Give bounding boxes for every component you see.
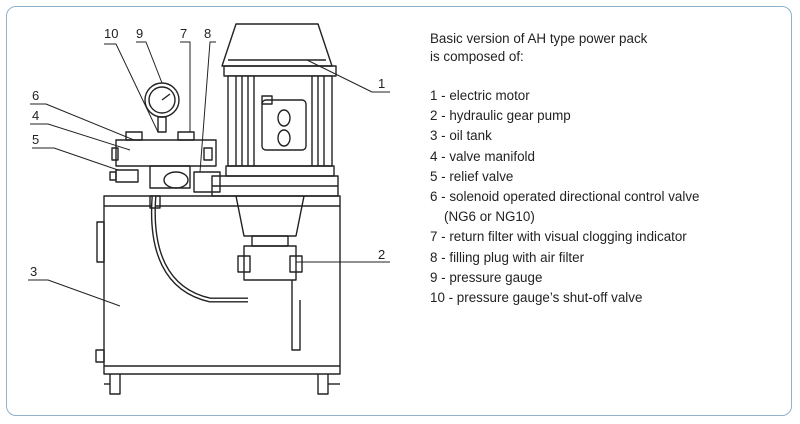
legend-item: (NG6 or NG10): [444, 209, 535, 225]
legend-item: 3 - oil tank: [430, 128, 492, 144]
callout-2: 2: [378, 247, 385, 262]
callout-7: 7: [180, 26, 187, 41]
legend-item: 2 - hydraulic gear pump: [430, 108, 571, 124]
callout-9: 9: [136, 26, 143, 41]
valve-manifold: [109, 131, 221, 193]
callout-8: 8: [204, 26, 211, 41]
electric-motor: [221, 23, 337, 177]
oil-tank: [95, 195, 341, 395]
legend-item: 9 - pressure gauge: [430, 269, 543, 285]
legend-item: 5 - relief valve: [430, 168, 514, 184]
legend-item: 7 - return filter with visual clogging i…: [430, 229, 687, 245]
legend-item: 8 - filling plug with air filter: [430, 249, 585, 265]
hydraulic-gear-pump: [235, 195, 305, 351]
legend-item: 1 - electric motor: [430, 88, 530, 103]
leader-lines: [28, 41, 390, 307]
legend-panel: Basic version of AH type power pack is c…: [430, 30, 785, 308]
callout-4: 4: [32, 108, 39, 123]
callout-6: 6: [32, 88, 39, 103]
callout-10: 10: [104, 26, 118, 41]
pressure-gauge-drawing: [144, 82, 180, 133]
legend-title: Basic version of AH type power pack is c…: [430, 30, 785, 66]
title-line: is composed of:: [430, 49, 524, 64]
legend-item: 10 - pressure gauge’s shut-off valve: [430, 290, 643, 306]
callout-3: 3: [30, 264, 37, 279]
callout-5: 5: [32, 132, 39, 147]
callout-1: 1: [378, 76, 385, 91]
legend-item: 6 - solenoid operated directional contro…: [430, 189, 700, 205]
title-line: Basic version of AH type power pack: [430, 31, 648, 46]
legend-item: 4 - valve manifold: [430, 148, 535, 164]
